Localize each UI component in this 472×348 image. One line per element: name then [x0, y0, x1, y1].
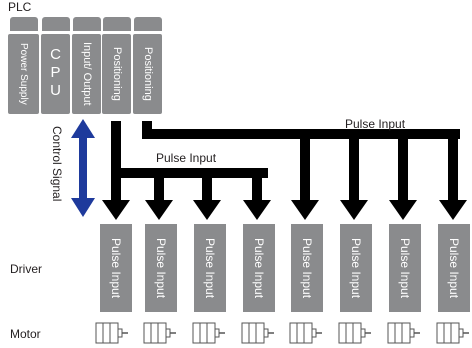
driver-6: Pulse Input: [340, 224, 372, 312]
driver-5: Pulse Input: [291, 224, 323, 312]
driver-label: Pulse Input: [300, 237, 314, 299]
driver-8: Pulse Input: [438, 224, 470, 312]
module-tab: [134, 17, 162, 31]
motor-icon: [241, 322, 274, 344]
driver-7: Pulse Input: [389, 224, 421, 312]
module-input-output: Input/ Output: [72, 34, 101, 114]
module-cpu: C P U: [41, 34, 70, 114]
driver-label: Pulse Input: [109, 237, 123, 299]
motor-icon: [436, 322, 469, 344]
cpu-letters: C P U: [41, 46, 70, 100]
motor-icon: [192, 322, 225, 344]
module-label: C P U: [41, 34, 70, 114]
driver-label: Pulse Input: [154, 237, 168, 299]
motor-icon: [143, 322, 176, 344]
control-signal-label: Control Signal: [50, 126, 64, 202]
module-label: Positioning: [111, 47, 123, 101]
module-power-supply: Power Supply: [8, 34, 39, 114]
motor-icon: [95, 322, 128, 344]
module-tab: [103, 17, 131, 31]
upper-pulse-bus: [142, 121, 467, 220]
driver-3: Pulse Input: [194, 224, 226, 312]
motor-icon: [387, 322, 420, 344]
driver-label: Pulse Input: [203, 237, 217, 299]
module-label: Power Supply: [18, 43, 29, 105]
driver-label: Pulse Input: [252, 237, 266, 299]
driver-4: Pulse Input: [243, 224, 275, 312]
driver-label: Pulse Input: [398, 237, 412, 299]
driver-row-label: Driver: [10, 262, 42, 276]
cpu-letter: P: [50, 64, 61, 81]
driver-1: Pulse Input: [100, 224, 132, 312]
driver-2: Pulse Input: [145, 224, 177, 312]
module-tab: [10, 17, 38, 31]
cpu-letter: U: [50, 82, 61, 99]
cpu-letter: C: [50, 46, 61, 63]
module-label: Input/ Output: [81, 42, 93, 106]
driver-label: Pulse Input: [447, 237, 461, 299]
motor-row-label: Motor: [10, 327, 41, 341]
module-positioning-2: Positioning: [133, 34, 162, 114]
control-signal-arrow: [71, 119, 95, 217]
lower-pulse-bus: [102, 121, 271, 220]
module-tab: [42, 17, 70, 31]
plc-title: PLC: [8, 0, 32, 14]
lower-pulse-input-label: Pulse Input: [156, 151, 217, 165]
module-positioning-1: Positioning: [102, 34, 131, 114]
upper-pulse-input-label: Pulse Input: [345, 117, 406, 131]
module-label: Positioning: [142, 47, 154, 101]
motor-icon: [289, 322, 322, 344]
driver-label: Pulse Input: [349, 237, 363, 299]
motor-icon: [338, 322, 371, 344]
module-tab: [73, 17, 101, 31]
